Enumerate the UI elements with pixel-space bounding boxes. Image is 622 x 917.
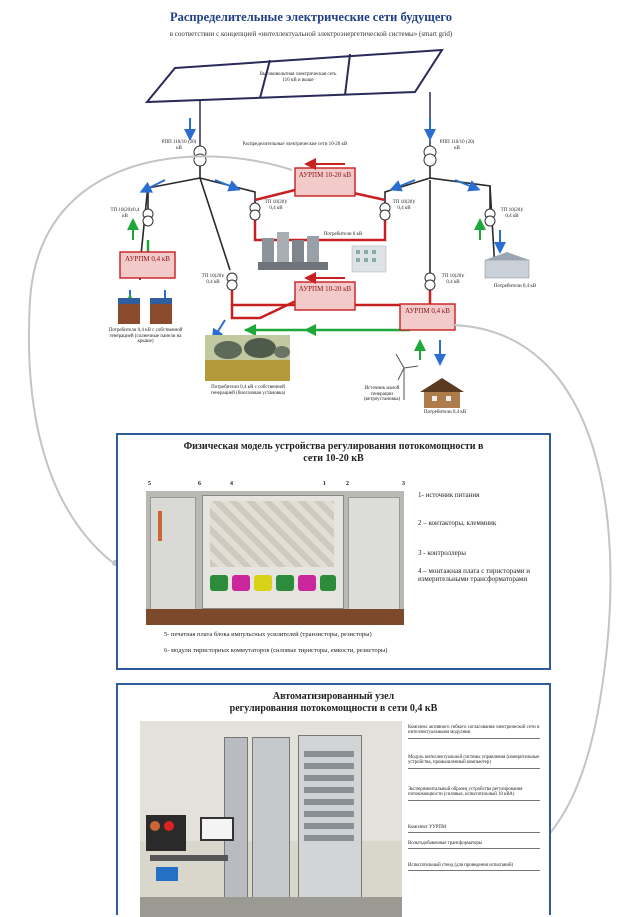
side-label-4: Комплект УУРПМ xyxy=(408,825,540,834)
wind-source-label: Источник малой генерации (ветроустановка… xyxy=(363,386,401,402)
aurpm-mid-box xyxy=(294,281,356,311)
legend-item-2: 2 – контакторы, клеммник xyxy=(418,519,497,527)
tp3 xyxy=(379,202,391,221)
panel-04kv-node: Автоматизированный узел регулирования по… xyxy=(116,683,551,917)
marker-4: 4 xyxy=(230,481,233,487)
marker-1: 1 xyxy=(323,481,326,487)
consumer-10kv-label: Потребители 6 кВ xyxy=(323,232,363,237)
rpp-right-label: РПП 110/10 (20) кВ xyxy=(439,140,475,151)
dist-network-label: Распределительные электрические сети 10-… xyxy=(242,142,348,147)
consumer-right-label: Потребители 0,4 кВ xyxy=(493,284,537,289)
side-label-1: Комплекс активного гибкого согласования … xyxy=(408,725,540,739)
side-label-5: Вольтодобавочные трансформаторы xyxy=(408,841,540,850)
tp2 xyxy=(249,202,261,221)
caption-6: 6- модули тиристорных коммутаторов (сило… xyxy=(164,647,388,654)
tp-label-2: ТП 10(20)/ 0,4 кВ xyxy=(264,200,288,211)
connector-left xyxy=(27,155,293,563)
aurpm-right-label: АУРПМ 0,4 кВ xyxy=(405,307,450,315)
tp-label-5: ТП 10(20)/ 0,4 кВ xyxy=(201,274,225,285)
rpp-left-label: РПП 110/10 (20) кВ xyxy=(161,140,197,151)
marker-6: 6 xyxy=(198,481,201,487)
cabinet-photo xyxy=(146,491,404,625)
panel-10kv-title: Физическая модель устройства регулирован… xyxy=(183,441,484,464)
panel-10kv-model: Физическая модель устройства регулирован… xyxy=(116,433,551,670)
wind-turbine-icon xyxy=(395,353,419,400)
tp-label-3: ТП 10(20)/ 0,4 кВ xyxy=(392,200,416,211)
side-label-6: Испытательный стенд (для проведения испы… xyxy=(408,863,540,872)
page-subtitle: в соответствии с концепцией «интеллектуа… xyxy=(169,30,453,38)
marker-5: 5 xyxy=(148,481,151,487)
hv-network-label: Высоковольтная электрическая сеть 110 кВ… xyxy=(259,72,337,83)
legend-item-3: 3 - контроллеры xyxy=(418,549,466,557)
tp-label-6: ТП 10(20)/ 0,4 кВ xyxy=(441,274,465,285)
tp-label-4: ТП 10(20)/ 0,4 кВ xyxy=(500,208,524,219)
tp1 xyxy=(142,208,154,227)
tp5 xyxy=(226,272,238,291)
caption-5: 5- печатная плата блока импульсных усили… xyxy=(164,631,372,638)
warehouse-icon xyxy=(484,252,530,279)
biogas-plant-icon xyxy=(205,335,290,381)
panel-04kv-title-line2: регулирования потокомощности в сети 0,4 … xyxy=(229,703,438,714)
legend-item-1: 1- источник питания xyxy=(418,491,480,499)
connector-right xyxy=(451,324,612,837)
hv-network-frame xyxy=(144,48,444,104)
solar-houses-icon xyxy=(118,298,172,324)
marker-3: 3 xyxy=(402,481,405,487)
marker-2: 2 xyxy=(346,481,349,487)
house-consumer-icon xyxy=(420,378,464,408)
rpp-right-transformer xyxy=(423,145,437,167)
tp6 xyxy=(424,272,436,291)
legend-item-4: 4 – монтажная плата с тиристорами и изме… xyxy=(418,567,531,583)
consumer-house-label: Потребители 0,4 кВ xyxy=(423,410,467,415)
panel-04kv-title-line1: Автоматизированный узел xyxy=(272,691,395,702)
aurpm-left-label: АУРПМ 0,4 кВ xyxy=(125,255,170,263)
aurpm-top-label: АУРПМ 10-20 кВ xyxy=(298,171,352,179)
industrial-consumer-icon xyxy=(258,232,328,270)
aurpm-right-box xyxy=(399,303,456,331)
side-label-2: Модуль интеллектуальной системы управлен… xyxy=(408,755,540,769)
page-title: Распределительные электрические сети буд… xyxy=(169,10,452,24)
aurpm-left-box xyxy=(119,251,176,279)
office-building-icon xyxy=(351,245,387,273)
side-label-3: Экспериментальный образец устройства рег… xyxy=(408,787,540,801)
aurpm-top-box xyxy=(294,167,356,197)
tp-label-1: ТП 10(20)/0,4 кВ xyxy=(110,208,140,219)
consumer-bio-label: Потребители 0,4 кВ с собственной генерац… xyxy=(210,385,286,396)
tp4 xyxy=(484,208,496,227)
consumer-left-label: Потребители 0,4 кВ с собственной генерац… xyxy=(108,328,183,344)
aurpm-mid-label: АУРПМ 10-20 кВ xyxy=(298,285,352,293)
lab-photo xyxy=(140,721,402,917)
